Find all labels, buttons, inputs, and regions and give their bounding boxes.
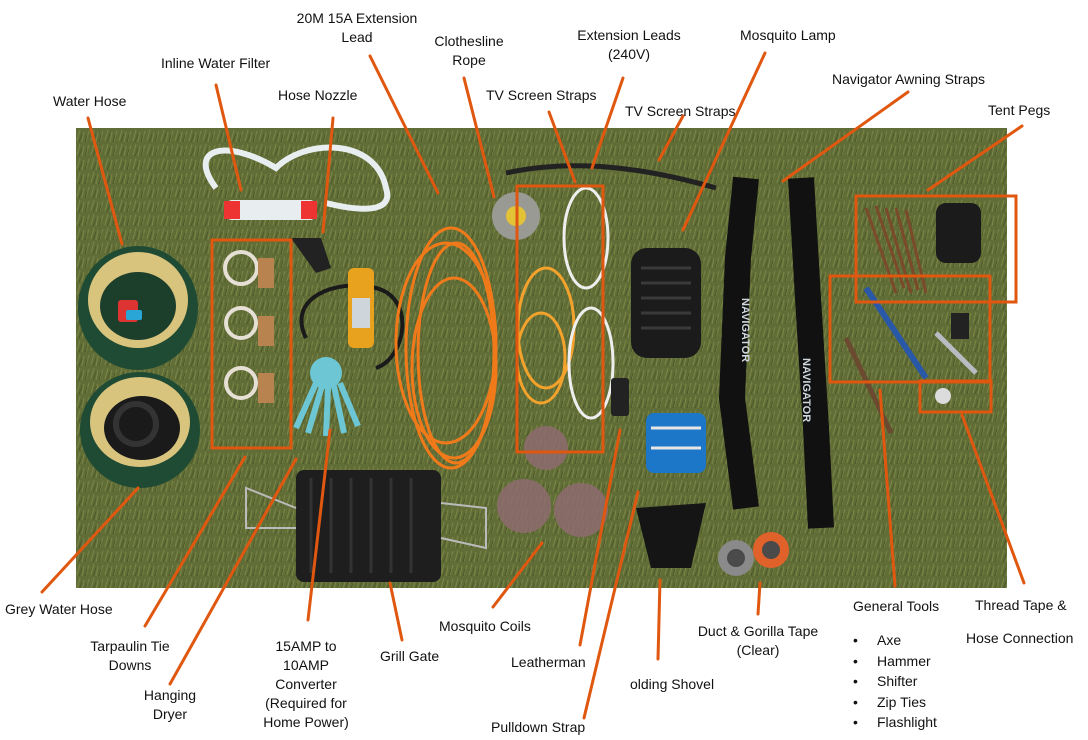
arrow-extension-leads xyxy=(590,76,625,170)
box-tarp-tie-downs xyxy=(210,238,293,450)
label-converter: 15AMP to 10AMP Converter (Required for H… xyxy=(256,637,356,732)
tools-list-item: Shifter xyxy=(853,671,937,692)
arrow-tape xyxy=(756,581,762,616)
arrow-clothesline xyxy=(462,76,496,199)
arrow-converter xyxy=(306,428,332,622)
arrow-grill-gate xyxy=(388,581,404,642)
mosquito-coils xyxy=(497,426,608,537)
hose-nozzle xyxy=(291,238,331,273)
label-general-tools: General Tools xyxy=(853,598,940,614)
arrow-extension-lead xyxy=(368,54,440,195)
inline-water-filter xyxy=(202,144,391,220)
label-water-hose: Water Hose xyxy=(53,93,127,109)
label-clothesline-line-1: Clothesline xyxy=(434,33,504,49)
general-tools-list: Axe Hammer Shifter Zip Ties Flashlight xyxy=(853,630,937,733)
label-duct-gorilla-tape: Duct & Gorilla Tape (Clear) xyxy=(689,622,827,660)
arrow-tv-straps-1 xyxy=(547,110,577,184)
label-extension-leads-240v: Extension Leads (240V) xyxy=(571,26,687,64)
label-20m-line-2: Lead xyxy=(341,29,373,45)
water-hose-bag xyxy=(78,246,198,370)
tools-list-item: Axe xyxy=(853,630,937,651)
hanging-dryer xyxy=(293,357,361,437)
label-tarp-line-1: Tarpaulin Tie xyxy=(90,638,170,654)
label-tv-screen-straps-1: TV Screen Straps xyxy=(486,87,597,103)
label-hanging-line-2: Dryer xyxy=(152,706,188,722)
grey-water-hose-bag xyxy=(80,372,200,488)
label-converter-line-5: Home Power) xyxy=(263,714,349,730)
label-navigator-awning-straps: Navigator Awning Straps xyxy=(832,71,986,87)
label-hanging-line-1: Hanging xyxy=(143,687,197,703)
label-hose-nozzle: Hose Nozzle xyxy=(278,87,358,103)
label-mosquito-coils: Mosquito Coils xyxy=(439,618,531,634)
arrow-mosquito-lamp xyxy=(681,51,767,232)
arrow-leatherman xyxy=(578,428,622,647)
label-folding-shovel: olding Shovel xyxy=(630,676,715,692)
label-20m-extension-lead: 20M 15A Extension Lead xyxy=(291,9,423,47)
pulldown-strap xyxy=(646,413,706,473)
label-inline-water-filter: Inline Water Filter xyxy=(161,55,271,71)
label-20m-line-1: 20M 15A Extension xyxy=(296,10,418,26)
grill-gate xyxy=(245,470,487,582)
label-hose-connection: Hose Connection xyxy=(966,630,1074,646)
tools-list-item: Flashlight xyxy=(853,712,937,733)
arrow-tarp xyxy=(143,455,247,628)
label-leatherman: Leatherman xyxy=(511,654,586,670)
label-tarp-line-2: Downs xyxy=(108,657,152,673)
label-converter-line-1: 15AMP to xyxy=(275,638,337,654)
box-tent-pegs xyxy=(854,194,1018,304)
arrow-folding-shovel xyxy=(656,578,662,661)
leatherman xyxy=(611,378,629,416)
box-general-tools xyxy=(828,274,992,384)
navigator-text-1: NAVIGATOR xyxy=(739,298,751,362)
arrow-hanging-dryer xyxy=(168,457,298,686)
label-tape-line-2: (Clear) xyxy=(736,642,780,658)
tent-pegs xyxy=(864,203,981,294)
folding-shovel xyxy=(636,503,706,568)
label-tent-pegs: Tent Pegs xyxy=(988,102,1051,118)
orange-extension-lead xyxy=(394,226,498,470)
navigator-text-2: NAVIGATOR xyxy=(800,358,812,422)
label-converter-line-4: (Required for xyxy=(265,695,347,711)
label-converter-line-2: 10AMP xyxy=(283,657,329,673)
box-thread-tape xyxy=(918,379,993,414)
label-tape-line-1: Duct & Gorilla Tape xyxy=(697,623,819,639)
navigator-awning-straps: NAVIGATOR NAVIGATOR xyxy=(718,176,834,529)
arrow-pulldown-strap xyxy=(582,490,640,720)
tv-screen-straps xyxy=(505,163,717,191)
arrow-tv-straps-2 xyxy=(657,114,685,162)
label-clothesline-line-2: Rope xyxy=(452,52,486,68)
label-tv-screen-straps-2: TV Screen Straps xyxy=(625,103,736,119)
tarp-tie-downs xyxy=(223,250,274,403)
arrow-tent-pegs xyxy=(926,124,1024,192)
label-ext-leads-line-1: Extension Leads xyxy=(577,27,681,43)
tools-list-item: Zip Ties xyxy=(853,692,937,713)
gear-photo: NAVIGATOR NAVIGATOR xyxy=(76,128,1007,588)
arrow-hose-nozzle xyxy=(321,116,335,234)
arrow-navigator-straps xyxy=(781,90,910,183)
label-clothesline-rope: Clothesline Rope xyxy=(430,32,508,70)
arrow-thread-tape xyxy=(960,413,1026,585)
label-ext-leads-line-2: (240V) xyxy=(607,46,651,62)
arrow-inline-filter xyxy=(214,83,243,192)
arrow-grey-water-hose xyxy=(40,486,140,594)
label-pulldown-strap: Pulldown Strap xyxy=(491,719,586,735)
box-extension-leads xyxy=(515,184,605,454)
tape-rolls xyxy=(718,532,789,576)
label-grill-gate: Grill Gate xyxy=(380,648,440,664)
label-mosquito-lamp: Mosquito Lamp xyxy=(740,27,836,43)
arrow-mosquito-coils xyxy=(491,541,544,609)
arrow-general-tools xyxy=(878,388,897,588)
arrow-water-hose xyxy=(86,116,124,246)
tools-list-item: Hammer xyxy=(853,651,937,672)
label-hanging-dryer: Hanging Dryer xyxy=(138,686,202,724)
label-thread-tape: Thread Tape & xyxy=(975,597,1067,613)
mosquito-lamp xyxy=(631,248,701,358)
label-tarpaulin-tie-downs: Tarpaulin Tie Downs xyxy=(86,637,174,675)
thread-tape xyxy=(935,388,951,404)
label-converter-line-3: Converter xyxy=(275,676,337,692)
label-grey-water-hose: Grey Water Hose xyxy=(5,601,113,617)
